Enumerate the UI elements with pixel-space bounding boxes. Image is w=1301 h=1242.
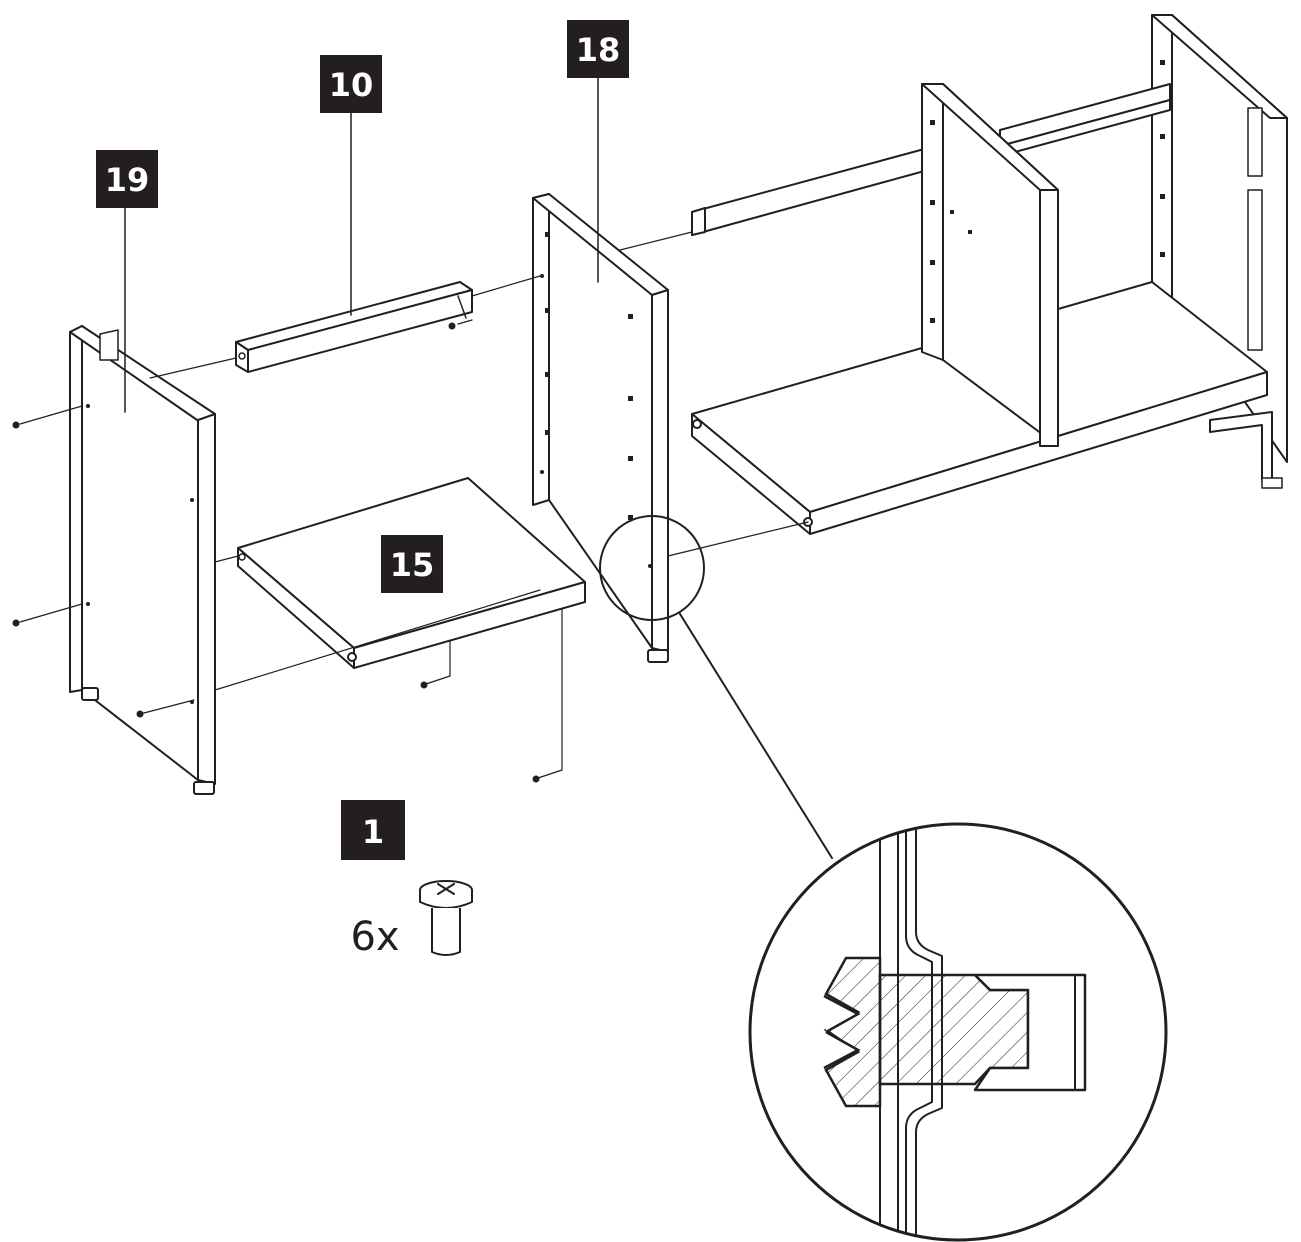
rail-10 xyxy=(235,281,473,373)
side-panel-19 xyxy=(69,325,216,795)
screw-quantity: 6x xyxy=(350,914,399,960)
part-label-1: 1 xyxy=(341,800,405,860)
assembled-unit-right xyxy=(691,14,1288,535)
svg-text:19: 19 xyxy=(105,161,150,199)
svg-text:10: 10 xyxy=(329,66,374,104)
screw-icon xyxy=(419,880,473,956)
part-label-15: 15 xyxy=(381,535,443,593)
part-label-19: 19 xyxy=(96,150,158,208)
part-label-10: 10 xyxy=(320,55,382,113)
svg-text:1: 1 xyxy=(362,813,384,851)
rivet-nut-detail xyxy=(748,822,1168,1242)
assembly-guides xyxy=(12,231,833,859)
svg-text:15: 15 xyxy=(390,546,435,584)
side-panel-18 xyxy=(532,193,669,663)
part-label-18: 18 xyxy=(567,20,629,78)
svg-text:18: 18 xyxy=(576,31,621,69)
